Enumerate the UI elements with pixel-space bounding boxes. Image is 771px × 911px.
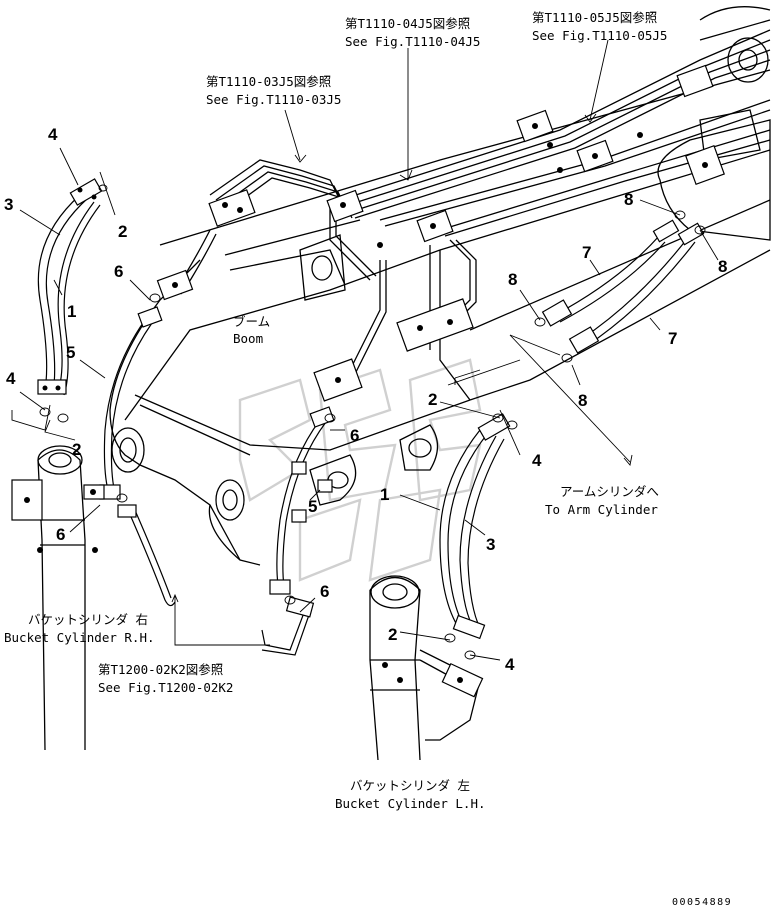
callout-4: 4 — [532, 451, 542, 470]
callout-3: 3 — [486, 535, 495, 554]
boom — [109, 6, 771, 566]
callout-8: 8 — [578, 391, 587, 410]
callout-3: 3 — [4, 195, 13, 214]
callout-6: 6 — [350, 426, 359, 445]
part-labels: ブーム Boom アームシリンダへ To Arm Cylinder バケットシリ… — [4, 314, 659, 811]
callout-8: 8 — [624, 190, 633, 209]
boom-label-jp: ブーム — [233, 314, 270, 329]
bucket-lh-label-en: Bucket Cylinder L.H. — [335, 796, 486, 811]
figure-code: 00054889 — [672, 897, 732, 908]
callout-6: 6 — [56, 525, 65, 544]
bucket-cylinder-lh — [369, 575, 484, 761]
center-hoses — [269, 406, 335, 595]
callout-4: 4 — [48, 125, 58, 144]
top-pipes — [156, 29, 771, 402]
callout-8: 8 — [508, 270, 517, 289]
callout-5: 5 — [66, 343, 75, 362]
callout-2: 2 — [72, 440, 81, 459]
hoses-7 — [541, 145, 725, 354]
reference-labels: 第T1110-04J5図参照 See Fig.T1110-04J5 第T1110… — [98, 10, 667, 695]
ref-03j5-jp: 第T1110-03J5図参照 — [206, 74, 331, 89]
callout-8: 8 — [718, 257, 727, 276]
arm-cylinder-label-en: To Arm Cylinder — [545, 502, 658, 517]
ref-04j5-jp: 第T1110-04J5図参照 — [345, 16, 470, 31]
callout-7: 7 — [582, 243, 591, 262]
ref-04j5-en: See Fig.T1110-04J5 — [345, 34, 480, 49]
ref-03j5-en: See Fig.T1110-03J5 — [206, 92, 341, 107]
left-hoses — [37, 178, 315, 656]
callout-4: 4 — [6, 369, 16, 388]
watermark-logo — [238, 358, 482, 582]
callout-6: 6 — [320, 582, 329, 601]
ref-02k2-jp: 第T1200-02K2図参照 — [98, 662, 223, 677]
ref-05j5-jp: 第T1110-05J5図参照 — [532, 10, 657, 25]
callout-6: 6 — [114, 262, 123, 281]
callout-7: 7 — [668, 329, 677, 348]
arm-cylinder-label-jp: アームシリンダへ — [560, 484, 659, 499]
callout-5: 5 — [308, 497, 317, 516]
bucket-rh-label-jp: バケットシリンダ 右 — [28, 612, 148, 627]
ref-05j5-en: See Fig.T1110-05J5 — [532, 28, 667, 43]
callout-1: 1 — [67, 302, 76, 321]
callout-2: 2 — [388, 625, 397, 644]
bucket-rh-label-en: Bucket Cylinder R.H. — [4, 630, 155, 645]
ref-02k2-en: See Fig.T1200-02K2 — [98, 680, 233, 695]
bucket-cylinder-rh — [11, 445, 105, 751]
callout-2: 2 — [428, 390, 437, 409]
leader-lines — [11, 39, 719, 661]
callouts: 4 3 2 1 6 5 4 2 6 6 5 6 2 4 1 3 2 4 8 8 … — [4, 125, 727, 674]
callout-2: 2 — [118, 222, 127, 241]
callout-1: 1 — [380, 485, 389, 504]
callout-4: 4 — [505, 655, 515, 674]
boom-label-en: Boom — [233, 331, 263, 346]
bucket-lh-label-jp: バケットシリンダ 左 — [350, 778, 470, 793]
o-rings — [39, 184, 706, 660]
